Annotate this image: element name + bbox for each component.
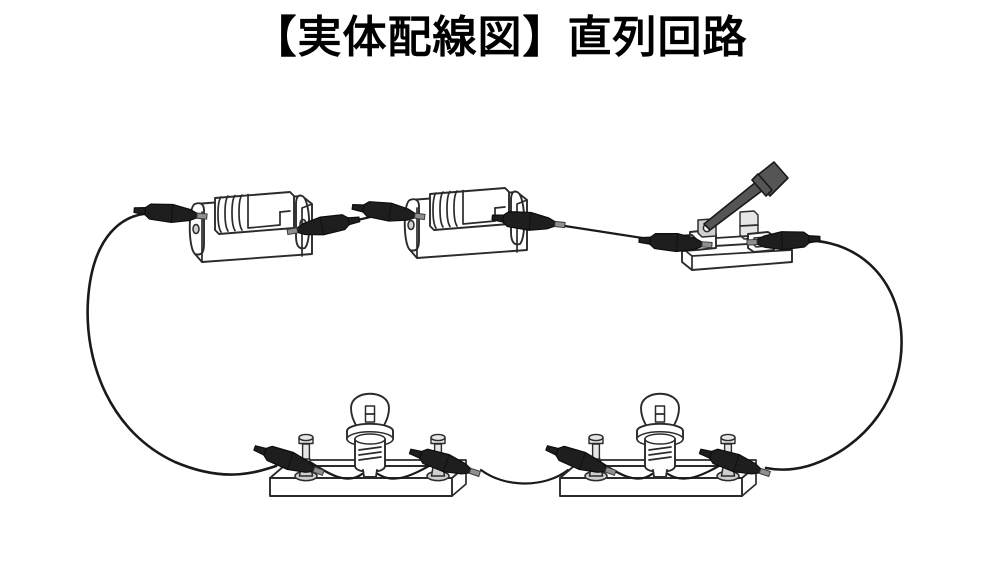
lamp1-lead-left xyxy=(308,460,364,480)
wire-group xyxy=(86,211,903,485)
bulb-2 xyxy=(636,392,684,478)
bulb-1 xyxy=(346,392,394,478)
switch-knife[interactable] xyxy=(677,161,793,271)
battery-1[interactable] xyxy=(188,191,313,263)
battery-2[interactable] xyxy=(403,187,528,259)
page-title: 【実体配線図】直列回路 xyxy=(253,12,748,63)
lamp-2[interactable] xyxy=(559,392,757,497)
wire-battery1-to-lamp1 xyxy=(86,211,278,476)
wire-switch-to-lamp2 xyxy=(764,239,903,471)
lamp-1[interactable] xyxy=(269,392,467,497)
wire-lamp1-to-lamp2 xyxy=(479,468,570,485)
